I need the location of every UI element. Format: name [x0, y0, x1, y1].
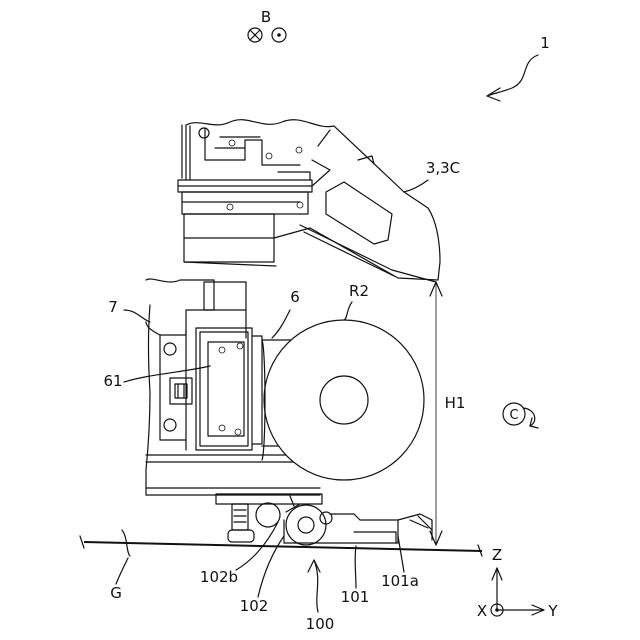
circle-cross-icon [248, 28, 262, 42]
label-6: 6 [290, 288, 300, 306]
ref-100: 100 [306, 560, 335, 633]
ref-7: 7 [108, 298, 150, 322]
label-61: 61 [103, 372, 122, 390]
label-b: B [261, 8, 271, 26]
circle-dot-icon [272, 28, 286, 42]
label-7: 7 [108, 298, 118, 316]
ref-6: 6 [272, 288, 300, 338]
ref-r2: R2 [344, 282, 369, 320]
label-102: 102 [240, 597, 269, 615]
ref-3-3c: 3,3C [404, 159, 460, 192]
label-3-3c: 3,3C [426, 159, 460, 177]
dimension-h1: H1 [430, 282, 465, 545]
label-g: G [110, 584, 122, 602]
label-101a: 101a [381, 572, 419, 590]
axis-triad: Z Y X [477, 546, 559, 620]
label-1: 1 [540, 34, 550, 52]
label-102b: 102b [200, 568, 238, 586]
label-h1: H1 [445, 394, 466, 412]
label-x: X [477, 602, 487, 620]
roll-r2 [262, 320, 424, 480]
label-101: 101 [341, 588, 370, 606]
label-y: Y [547, 602, 558, 620]
base-100 [216, 494, 432, 545]
label-100: 100 [306, 615, 335, 633]
ref-1: 1 [487, 34, 550, 101]
upper-mechanism [178, 120, 440, 282]
label-r2: R2 [349, 282, 369, 300]
ref-101a: 101a [381, 536, 419, 590]
ref-101: 101 [341, 546, 370, 606]
rotate-cw-icon: C [503, 403, 538, 428]
ref-61: 61 [103, 366, 210, 390]
svg-text:C: C [509, 408, 518, 423]
label-z: Z [492, 546, 502, 564]
ref-102b: 102b [200, 522, 278, 586]
rotation-indicator-b: B [248, 8, 286, 42]
